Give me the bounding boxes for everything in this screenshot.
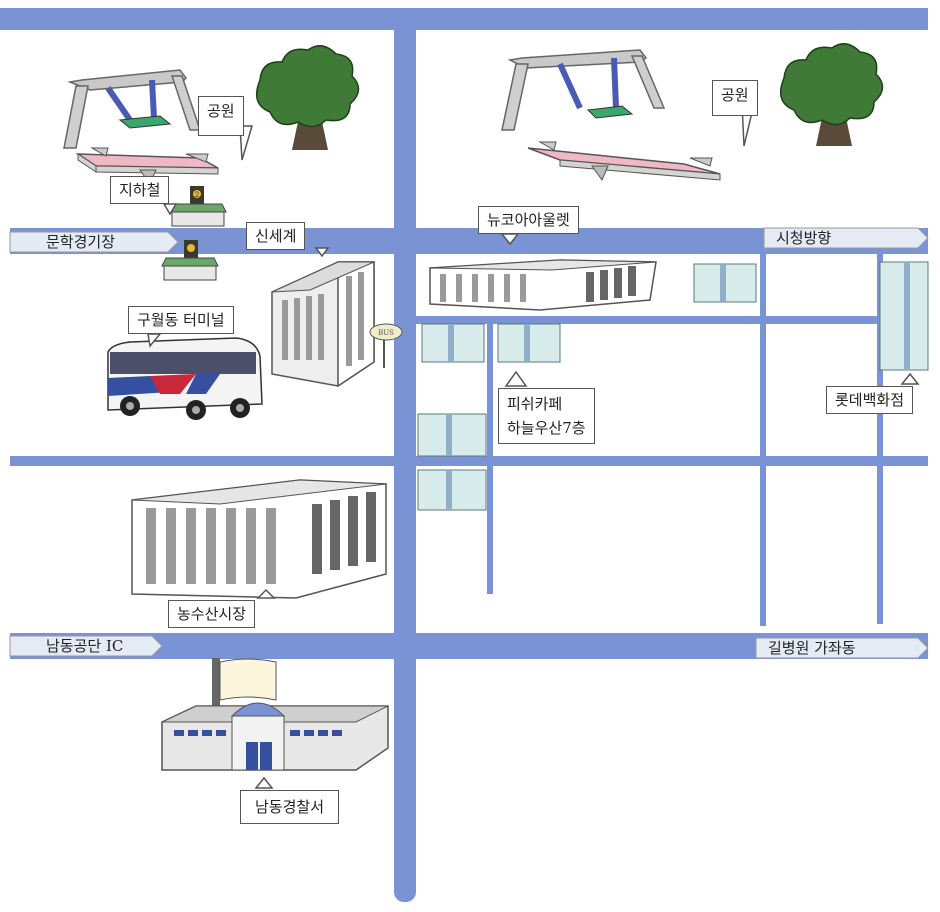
- swing-right: [501, 49, 666, 131]
- newcore-building: [429, 259, 657, 311]
- sign-gilbyeongwon: [755, 637, 929, 659]
- park-right-label: 공원: [712, 80, 758, 116]
- shinsegae-building: [271, 261, 375, 388]
- subway-entrance-lower: [161, 240, 219, 281]
- subway-number: 2: [195, 191, 199, 199]
- tree-right: [779, 43, 884, 146]
- bus-stop-text: BUS: [378, 329, 394, 337]
- market-building: [131, 479, 387, 599]
- road-gilbyeongwon-label: 길병원 가좌동: [768, 639, 856, 657]
- fish-cafe-label: 피쉬카페 하늘우산7층: [498, 388, 595, 444]
- road-city-hall-label: 시청방향: [776, 229, 832, 247]
- glass-building-4: [417, 413, 487, 457]
- fish-cafe-line2: 하늘우산7층: [507, 419, 586, 437]
- police-building: [161, 658, 389, 771]
- park-left-label: 공원: [198, 96, 244, 136]
- top-road: [0, 8, 928, 30]
- bus-stop-sign: BUS: [369, 323, 403, 368]
- sign-city-hall: [763, 227, 929, 249]
- police-label: 남동경찰서: [240, 790, 340, 824]
- middle-horizontal-road: [10, 456, 928, 466]
- glass-building-3: [497, 323, 561, 363]
- glass-building-2: [421, 323, 485, 363]
- side-road-h1: [416, 316, 928, 324]
- newcore-label: 뉴코아아울렛: [478, 206, 579, 234]
- seesaw-right: [527, 141, 721, 182]
- swing-left: [63, 69, 202, 149]
- sign-munhak: [9, 231, 179, 253]
- side-road-v3: [877, 254, 883, 624]
- tree-left: [255, 45, 360, 150]
- subway-entrance-upper: 2: [169, 186, 227, 227]
- glass-building-1: [693, 263, 757, 303]
- shinsegae-label: 신세계: [246, 222, 306, 250]
- road-namdong-ic-label: 남동공단 IC: [46, 637, 124, 655]
- side-road-v2: [760, 254, 766, 626]
- bus: [107, 337, 263, 420]
- seesaw-left: [75, 147, 219, 186]
- lotte-label: 롯데백화점: [826, 386, 914, 414]
- market-label: 농수산시장: [168, 600, 256, 628]
- lotte-building: [879, 261, 929, 371]
- fish-cafe-line1: 피쉬카페: [507, 395, 563, 413]
- bus-terminal-label: 구월동 터미널: [128, 306, 234, 334]
- side-road-v1: [487, 324, 493, 594]
- subway-label: 지하철: [110, 176, 170, 204]
- road-munhak-label: 문학경기장: [46, 233, 116, 251]
- glass-building-5: [417, 469, 487, 511]
- sign-namdong-ic: [9, 635, 163, 657]
